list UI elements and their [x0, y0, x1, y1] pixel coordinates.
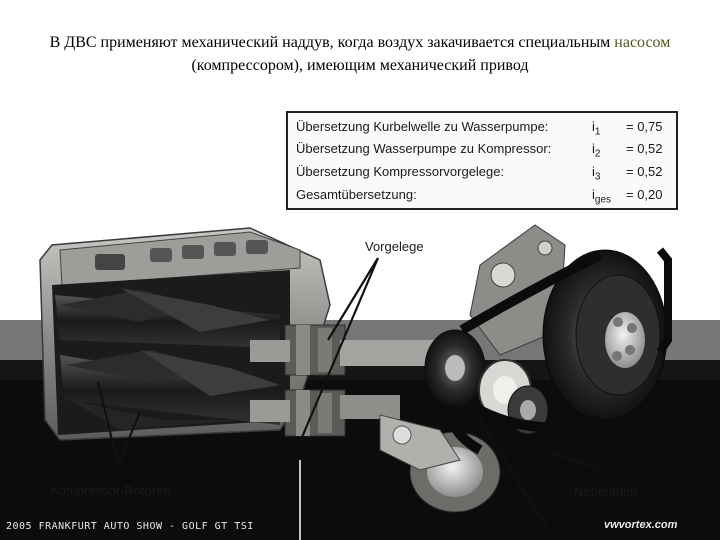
- compressor-rotors: [52, 270, 290, 435]
- ratio-symbol: i3: [592, 164, 601, 183]
- ratio-label: Übersetzung Kompressorvorgelege:: [296, 164, 505, 179]
- ratio-value: = 0,52: [626, 164, 663, 179]
- supercharger-illustration: Vorgelege Kompressor-Rotoren Nebentrieb: [0, 100, 720, 540]
- ratio-symbol: i2: [592, 141, 601, 160]
- callout-leaders: [96, 257, 606, 531]
- label-nebentrieb: Nebentrieb: [574, 484, 638, 499]
- ratio-value: = 0,75: [626, 119, 663, 134]
- supercharger-drawing: [0, 224, 720, 540]
- gear-ratio-table: Übersetzung Kurbelwelle zu Wasserpumpe: …: [286, 111, 678, 210]
- ratio-row: Gesamtübersetzung: iges = 0,20: [296, 185, 676, 206]
- caption-line2-text: (компрессором), имеющим механический при…: [191, 57, 529, 74]
- caption-line1-text: В ДВС применяют механический наддув, ког…: [49, 34, 615, 51]
- ratio-label: Gesamtübersetzung:: [296, 187, 417, 202]
- ratio-row: Übersetzung Kurbelwelle zu Wasserpumpe: …: [296, 117, 676, 138]
- label-kompressor-rotoren: Kompressor-Rotoren: [50, 483, 171, 498]
- ratio-label: Übersetzung Wasserpumpe zu Kompressor:: [296, 141, 552, 156]
- slide-caption: В ДВС применяют механический наддув, ког…: [0, 31, 720, 77]
- ratio-symbol: iges: [592, 187, 612, 206]
- belt-drive-nebentrieb: [424, 224, 672, 455]
- photo-credit-event: 2005 FRANKFURT AUTO SHOW - GOLF GT TSI: [6, 521, 254, 532]
- caption-highlight-word: насосом: [614, 34, 671, 51]
- ratio-row: Übersetzung Kompressorvorgelege: i3 = 0,…: [296, 162, 676, 183]
- ratio-label: Übersetzung Kurbelwelle zu Wasserpumpe:: [296, 119, 549, 134]
- photo-credit-site: vwvortex.com: [604, 519, 678, 531]
- ratio-row: Übersetzung Wasserpumpe zu Kompressor: i…: [296, 139, 676, 160]
- label-vorgelege: Vorgelege: [365, 239, 424, 254]
- ratio-value: = 0,52: [626, 141, 663, 156]
- ratio-value: = 0,20: [626, 187, 663, 202]
- ratio-symbol: i1: [592, 119, 601, 138]
- gear-set-vorgelege: [250, 324, 440, 437]
